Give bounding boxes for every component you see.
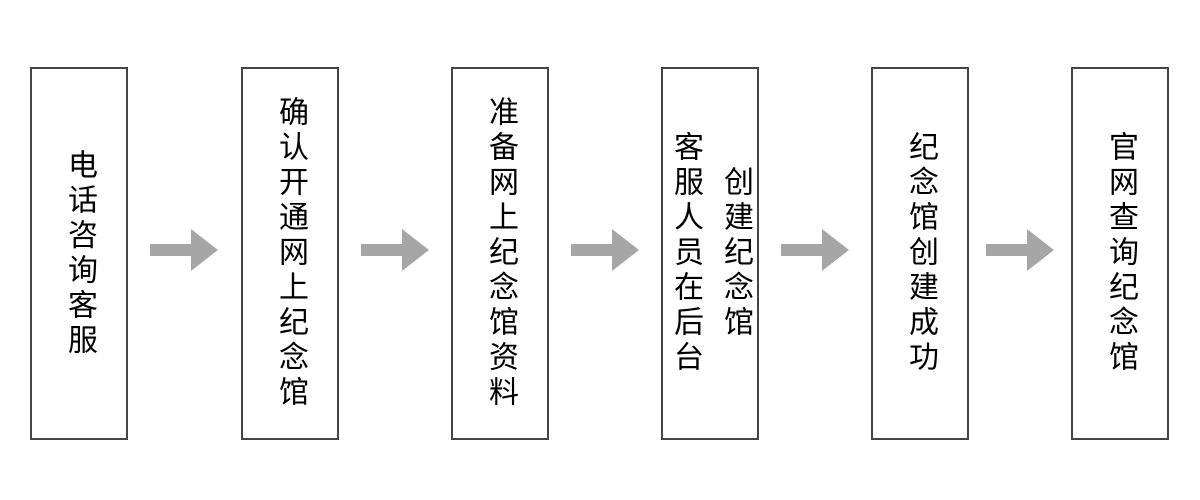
flow-step-3-label: 准备网上纪念馆资料 xyxy=(484,96,517,411)
flow-arrow-icon xyxy=(781,228,849,272)
flow-arrow-icon xyxy=(361,228,429,272)
flow-step-1-label: 电话咨询客服 xyxy=(63,148,96,359)
flow-arrow-icon xyxy=(571,228,639,272)
flow-step-5: 纪念馆创建成功 xyxy=(871,67,969,440)
flow-step-6: 官网查询纪念馆 xyxy=(1071,67,1169,440)
flow-step-4: 客服人员在后台 创建纪念馆 xyxy=(661,67,759,440)
flow-step-2: 确认开通网上纪念馆 xyxy=(241,67,339,440)
flow-step-1: 电话咨询客服 xyxy=(30,67,128,440)
flow-step-5-label: 纪念馆创建成功 xyxy=(904,131,937,376)
flow-step-3: 准备网上纪念馆资料 xyxy=(451,67,549,440)
flow-step-4-label: 客服人员在后台 创建纪念馆 xyxy=(669,131,752,376)
flow-arrow-icon xyxy=(150,228,218,272)
flow-step-6-label: 官网查询纪念馆 xyxy=(1104,131,1137,376)
flow-arrow-icon xyxy=(986,228,1054,272)
flow-step-2-label: 确认开通网上纪念馆 xyxy=(274,96,307,411)
